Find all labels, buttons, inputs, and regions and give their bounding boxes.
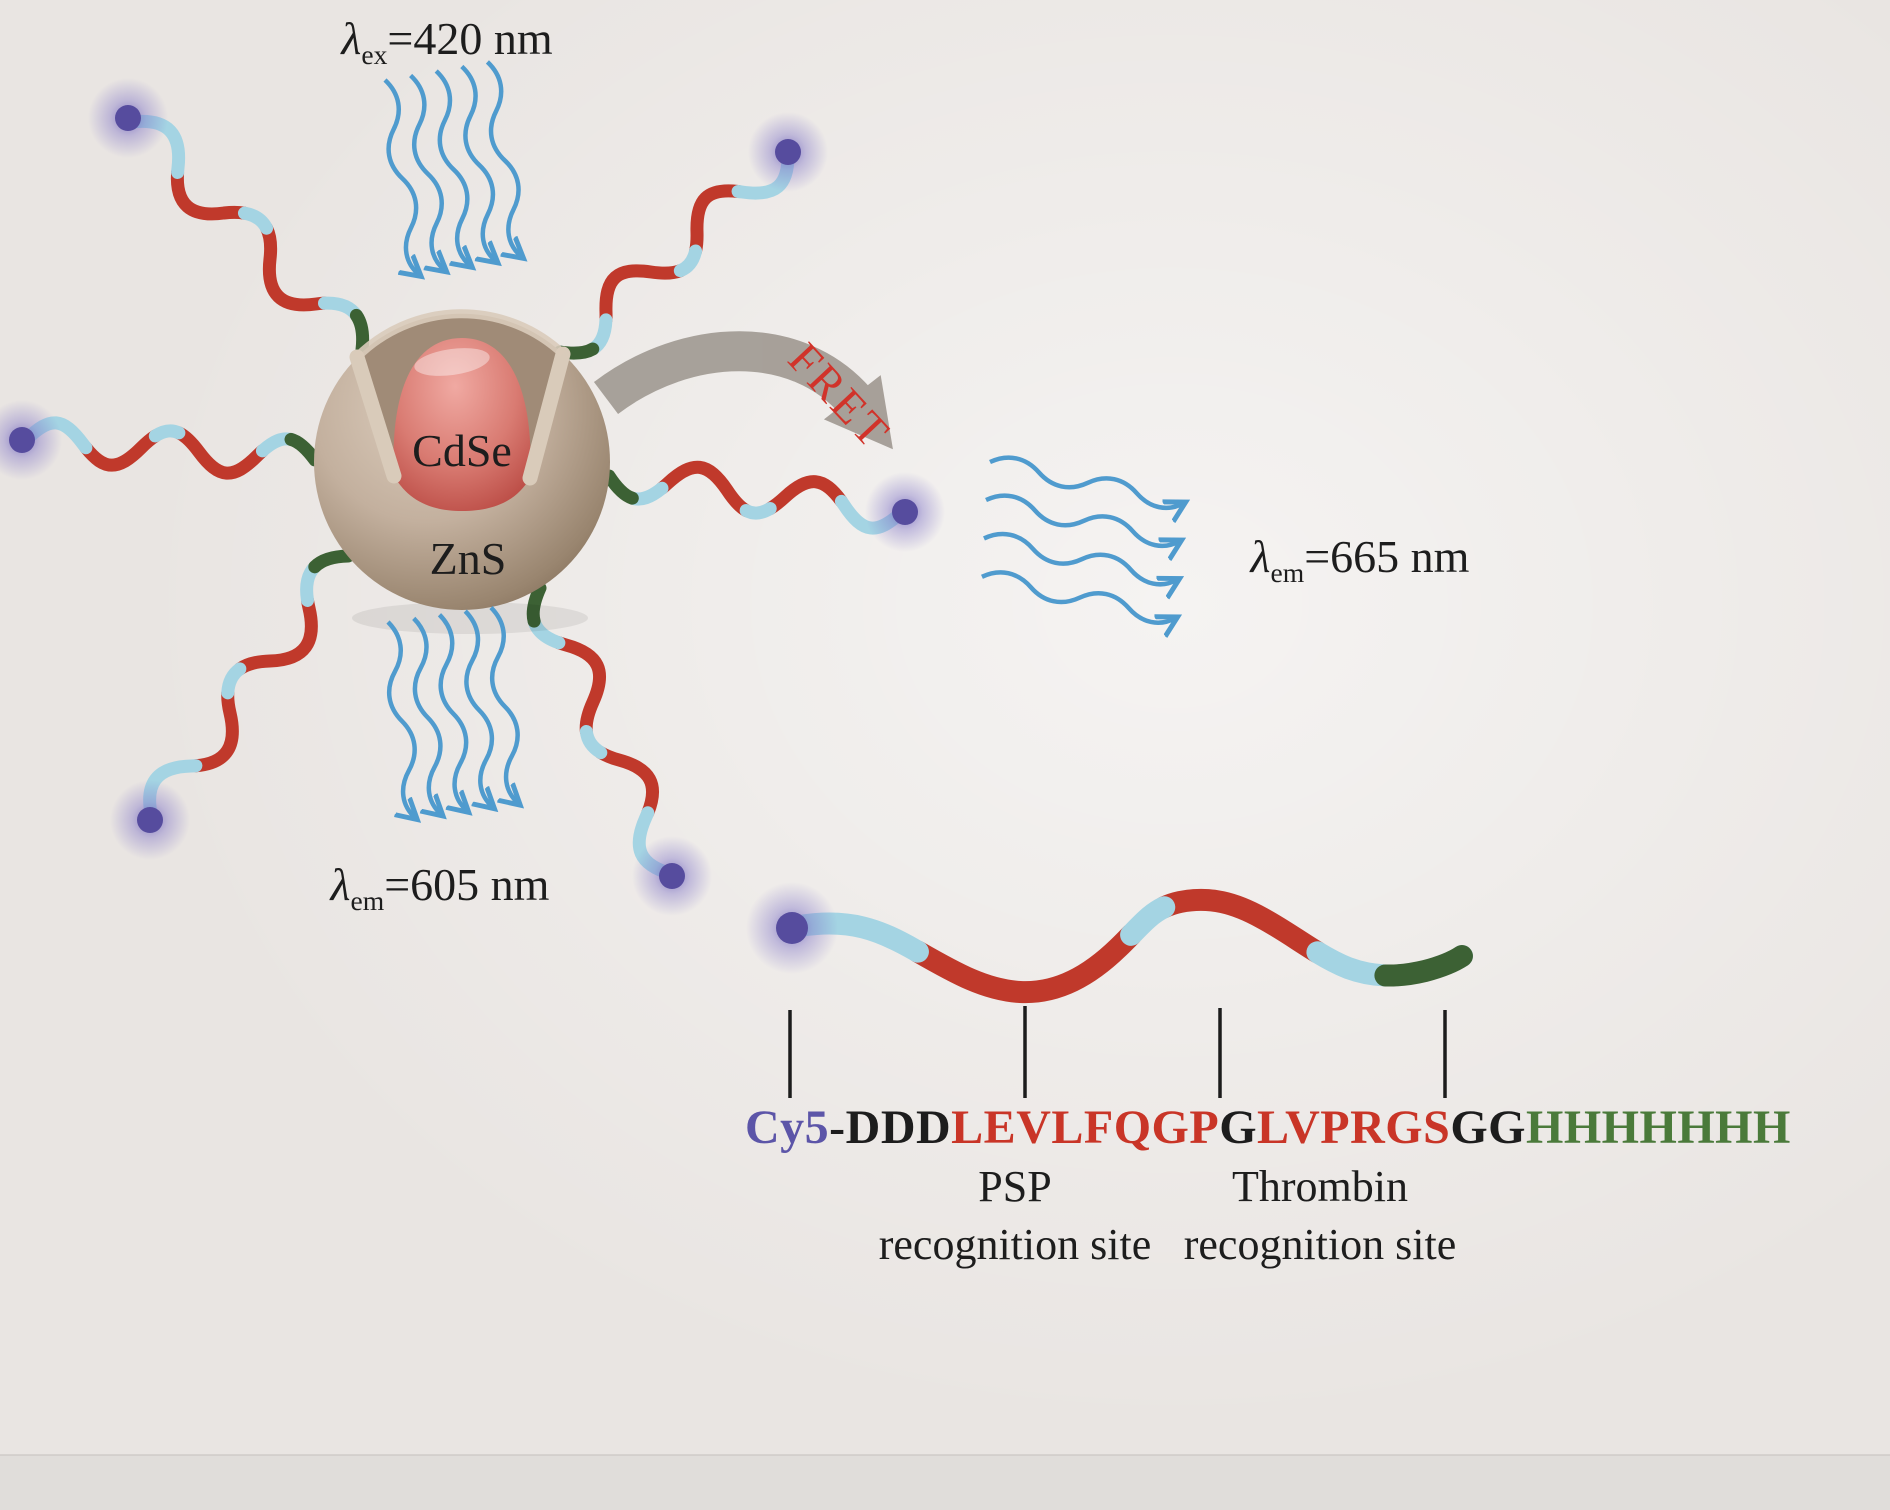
excitation-wavelength-label: λex=420 nm: [297, 12, 597, 68]
psp-annotation-line1: PSP: [978, 1162, 1052, 1211]
peptide-sequence: Cy5-DDDLEVLFQGPGLVPRGSGGHHHHHHH: [745, 1100, 1791, 1155]
sequence-spacer-gg: GG: [1450, 1101, 1526, 1154]
sequence-cy5: Cy5: [745, 1101, 830, 1154]
cut-face-left: [349, 349, 402, 484]
wavelength-value: =665 nm: [1304, 531, 1470, 582]
cut-rim: [353, 309, 567, 361]
sequence-spacer-g: G: [1219, 1101, 1258, 1154]
quantum-dot-sphere: [314, 309, 610, 634]
fret-arrow-icon: [593, 331, 893, 450]
wavelength-value: =420 nm: [387, 13, 553, 64]
cy5-dot-icon: [748, 112, 828, 192]
cdse-core: [393, 338, 531, 511]
cy5-emission-waves-icon: [981, 455, 1201, 627]
cut-face-right: [522, 346, 571, 486]
lambda-symbol: λ: [341, 13, 362, 64]
cy5-dot-icon: [0, 400, 62, 480]
cy5-dot-icon: [865, 472, 945, 552]
bottom-edge-strip: [0, 1455, 1890, 1510]
core-label: CdSe: [412, 425, 512, 476]
thrombin-annotation-line2: recognition site: [1183, 1220, 1457, 1270]
psp-recognition-annotation: PSP recognition site: [790, 1158, 1240, 1274]
lambda-subscript: em: [350, 885, 385, 917]
cy5-dot-icon: [110, 780, 190, 860]
psp-annotation-line2: recognition site: [878, 1220, 1152, 1270]
excitation-waves-icon: [383, 60, 531, 276]
cy5-dot-icon: [632, 836, 712, 916]
sequence-his-tag: HHHHHHH: [1526, 1101, 1791, 1154]
lambda-symbol: λ: [1250, 531, 1271, 582]
core-highlight: [414, 348, 490, 376]
qd-emission-wavelength-label: λem=605 nm: [290, 858, 590, 914]
cy5-dot-icon: [746, 882, 838, 974]
cy5-emission-wavelength-label: λem=665 nm: [1210, 530, 1510, 586]
sequence-linker-ddd: -DDD: [829, 1101, 952, 1154]
wavelength-value: =605 nm: [384, 859, 550, 910]
thrombin-recognition-annotation: Thrombin recognition site: [1095, 1158, 1545, 1274]
lambda-subscript: em: [1270, 557, 1305, 589]
lambda-symbol: λ: [330, 859, 351, 910]
qd-emission-waves-icon: [386, 605, 527, 819]
sequence-tick-lines: [788, 1006, 1447, 1098]
shell-label: ZnS: [429, 533, 507, 584]
sequence-psp-site: LEVLFQGP: [951, 1101, 1220, 1154]
lambda-subscript: ex: [361, 39, 388, 71]
cy5-dot-icon: [88, 78, 168, 158]
thrombin-annotation-line1: Thrombin: [1232, 1162, 1408, 1211]
sequence-thrombin-site: LVPRGS: [1257, 1101, 1451, 1154]
